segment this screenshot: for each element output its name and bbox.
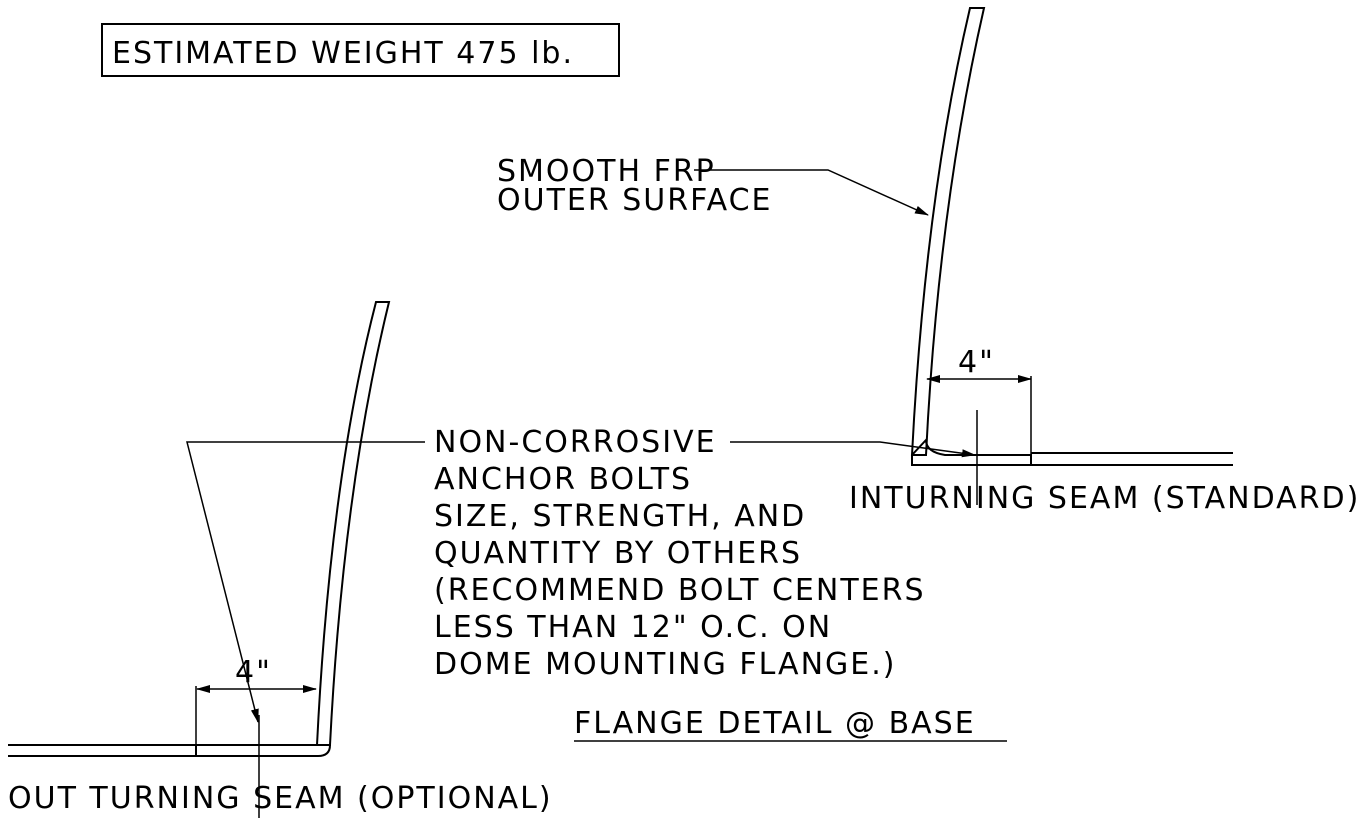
anchor-note-line-3: SIZE, STRENGTH, AND bbox=[434, 499, 806, 534]
smooth-frp-line1: SMOOTH FRP bbox=[497, 154, 716, 189]
outturning-seam-label: OUT TURNING SEAM (OPTIONAL) bbox=[8, 781, 553, 816]
inturning-seam-wall bbox=[910, 7, 1233, 505]
dimension-left: 4" bbox=[196, 655, 317, 693]
outturning-seam-wall bbox=[8, 301, 391, 818]
dimension-right-label: 4" bbox=[958, 345, 995, 380]
anchor-note-line-4: QUANTITY BY OTHERS bbox=[434, 536, 802, 571]
anchor-note-line-2: ANCHOR BOLTS bbox=[434, 462, 692, 497]
detail-title-text: FLANGE DETAIL @ BASE bbox=[574, 706, 976, 741]
weight-text: ESTIMATED WEIGHT 475 lb. bbox=[112, 36, 574, 71]
anchor-note-line-1: NON-CORROSIVE bbox=[434, 425, 717, 460]
anchor-note-line-6: LESS THAN 12" O.C. ON bbox=[434, 610, 832, 645]
dimension-left-label: 4" bbox=[235, 655, 272, 690]
anchor-bolts-callout: NON-CORROSIVE ANCHOR BOLTS SIZE, STRENGT… bbox=[186, 425, 976, 723]
weight-box: ESTIMATED WEIGHT 475 lb. bbox=[101, 23, 620, 77]
detail-title: FLANGE DETAIL @ BASE bbox=[574, 706, 1007, 742]
dimension-right: 4" bbox=[926, 345, 1032, 383]
anchor-note-line-5: (RECOMMEND BOLT CENTERS bbox=[434, 573, 926, 608]
smooth-frp-callout: SMOOTH FRP OUTER SURFACE bbox=[497, 154, 929, 218]
anchor-note-line-7: DOME MOUNTING FLANGE.) bbox=[434, 647, 896, 682]
smooth-frp-line2: OUTER SURFACE bbox=[497, 183, 772, 218]
inturning-seam-label: INTURNING SEAM (STANDARD) bbox=[849, 481, 1360, 516]
